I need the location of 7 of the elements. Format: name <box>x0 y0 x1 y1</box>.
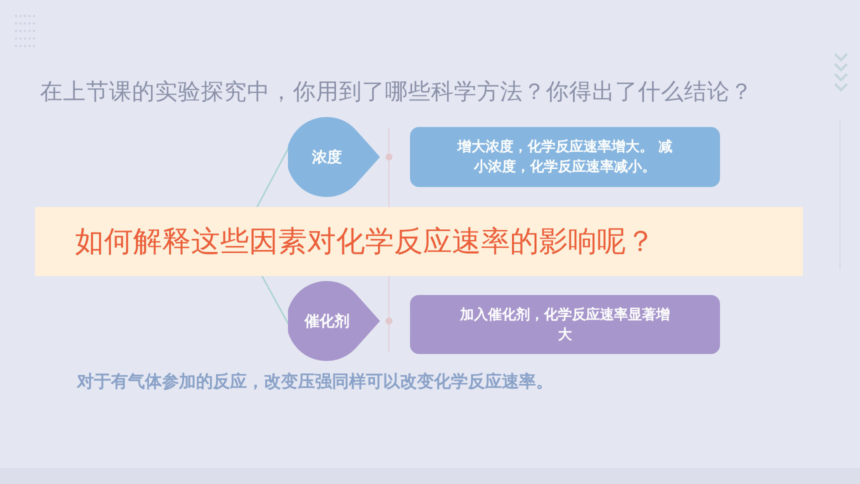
note-text: 对于有气体参加的反应，改变压强同样可以改变化学反应速率。 <box>77 371 553 393</box>
description-card: 增大浓度，化学反应速率增大。 减小浓度，化学反应速率减小。 <box>410 127 720 187</box>
connector-line <box>256 146 290 208</box>
question-heading: 在上节课的实验探究中，你用到了哪些科学方法？你得出了什么结论？ <box>40 78 753 107</box>
connector-line <box>261 276 291 328</box>
question-banner: 如何解释这些因素对化学反应速率的影响呢？ <box>35 207 803 276</box>
description-card: 加入催化剂，化学反应速率显著增大 <box>410 295 720 354</box>
